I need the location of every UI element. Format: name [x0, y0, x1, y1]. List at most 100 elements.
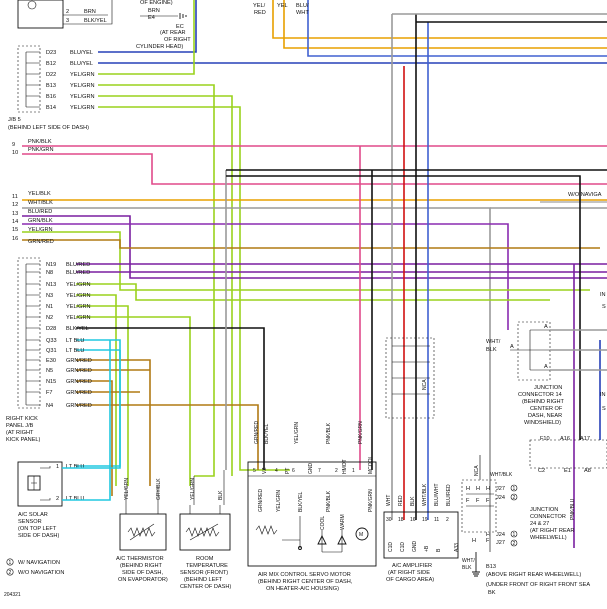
- kp-wire: LT BLU: [66, 348, 84, 354]
- amp-pin: GND: [412, 541, 418, 553]
- j24-letter: F: [486, 538, 490, 544]
- amp-wire: WHT/BLK: [422, 483, 428, 506]
- wire-jb5-b14: [98, 106, 290, 471]
- j14-wire-1: WHT/: [486, 339, 501, 345]
- servo-pin: VZ: [262, 468, 268, 474]
- amp-pin: B: [436, 548, 442, 552]
- j24-letter: F: [476, 498, 480, 504]
- wire-yel-red: [272, 0, 607, 39]
- j24-nca: NCA: [474, 465, 480, 476]
- servo-inner-wire: BLK/YEL: [298, 491, 304, 512]
- jb5-wire: BLU/YEL: [70, 50, 93, 56]
- j14-label-4: CENTER OF: [530, 406, 563, 412]
- wire-kp-n4: [76, 404, 259, 470]
- j24-label-4: (AT RIGHT REAR: [530, 528, 574, 534]
- kp-wire: GRN/RED: [66, 368, 92, 374]
- wire-name: BLU/RED: [28, 209, 52, 215]
- engine-ground-group: OF ENGINE) 2 BRN 3 BLK/YEL E4 BRN EC (AT…: [17, 0, 191, 50]
- room-wire-2: BLK: [218, 490, 224, 500]
- wire-num: 16: [12, 236, 18, 242]
- jb5-wire: YEL/GRN: [70, 94, 95, 100]
- servo-label-1: AIR MIX CONTROL SERVO MOTOR: [258, 572, 351, 578]
- j24-mark-4: 2: [513, 541, 516, 547]
- servo-motor: GRN/RED BLK/YEL YEL/GRN PNK/BLK PNK/GRN …: [247, 421, 377, 592]
- label-yel: YEL: [277, 3, 288, 9]
- amp-ref: A33: [454, 543, 460, 552]
- jb5-wire: YEL/GRN: [70, 83, 95, 89]
- kp-pin: N19: [46, 262, 56, 268]
- room-temp-sensor: YEL/GRN BLK ROOM TEMPERATURE SENSOR (FRO…: [179, 478, 231, 590]
- j14-label-3: (BEHIND RIGHT: [522, 399, 565, 405]
- kp-wire: BLU/RED: [66, 270, 90, 276]
- j14-pin-a2: A: [510, 344, 514, 350]
- servo-pin-num: 1: [352, 468, 355, 474]
- amp-pin: C1D: [400, 542, 406, 552]
- kp-wire: YEL/GRN: [66, 282, 91, 288]
- junction-14: WHT/ BLK A A A JUNCTION CONNECTOR 14 (BE…: [486, 321, 607, 426]
- j24-label-5: WHEELWELL): [530, 535, 567, 541]
- amp-pin-num: 18: [398, 517, 404, 523]
- kp-pin: N2: [46, 315, 53, 321]
- kp-wire: GRN/RED: [66, 379, 92, 385]
- amp-pin-num: 19: [422, 517, 428, 523]
- servo-wire: PNK/GRN: [358, 421, 364, 444]
- wire-12: [22, 207, 491, 510]
- jb5-pin: B14: [46, 105, 56, 111]
- servo-wire: BLK/YEL: [264, 423, 270, 444]
- wire-num: 10: [12, 150, 18, 156]
- servo-warm: WARM: [340, 514, 346, 530]
- wire-name: WHT/BLK: [28, 200, 53, 206]
- amp-wire: BLK: [410, 496, 416, 506]
- servo-pin: GND: [308, 463, 314, 475]
- kp-pin: N5: [46, 368, 53, 374]
- kp-wire: YEL/GRN: [66, 315, 91, 321]
- thermistor-wire-1: YEL/GRN: [124, 478, 130, 500]
- jb5-pin: B13: [46, 83, 56, 89]
- wire-jb5-d23: [98, 0, 197, 53]
- j24-letter: H: [472, 538, 476, 544]
- kp-wire: GRN/RED: [66, 403, 92, 409]
- servo-cool: COOL: [320, 516, 326, 530]
- wire-num: 11: [12, 194, 18, 200]
- amp-wires: WHT RED BLK WHT/BLK BLU/WHT BLU/RED: [386, 483, 452, 506]
- wire-kp-n1: [76, 305, 129, 486]
- amp-pin-num: 16: [410, 517, 416, 523]
- j24-side-wire-1: WHT/: [462, 558, 475, 564]
- wire-14: [22, 223, 509, 330]
- amp-label-1: A/C AMPLIFIER: [392, 563, 432, 569]
- kp-label-2: PANEL J/B: [6, 423, 34, 429]
- j24-mark-1: 1: [513, 486, 516, 492]
- legend-mark: 2: [9, 570, 12, 576]
- servo-pin: PT: [285, 468, 291, 474]
- j24-ground-2-loc: (UNDER FRONT OF RIGHT FRONT SEA: [486, 582, 590, 588]
- nav-f-pin-2: A16: [560, 436, 570, 442]
- nav-c-pin-2: E1: [564, 468, 571, 474]
- kp-pin: D28: [46, 326, 56, 332]
- wire-h-black-mid: [226, 175, 581, 440]
- edge-in-1: IN: [600, 292, 606, 298]
- wire-kp-e30: [76, 359, 151, 486]
- pin-3: 3: [66, 18, 69, 24]
- amp-label-3: OF CARGO AREA): [386, 577, 434, 583]
- wire-name: GRN/RED: [28, 239, 54, 245]
- kp-pin: Q33: [46, 338, 57, 344]
- jb5-wire: YEL/GRN: [70, 105, 95, 111]
- kp-pin: N3: [46, 293, 53, 299]
- servo-wire: YEL/GRN: [294, 422, 300, 444]
- j24-ref-2: J24: [496, 495, 505, 501]
- servo-pin-nums: 5 4 6 7 2 1: [253, 468, 355, 474]
- jb5-wire: BLU/YEL: [70, 61, 93, 67]
- room-label-4: (BEHIND LEFT: [184, 577, 223, 583]
- j14-pin-a3: A: [544, 364, 548, 370]
- j24-ground-loc: (ABOVE RIGHT REAR WHEELWELL): [486, 572, 581, 578]
- kp-pin: N8: [46, 270, 53, 276]
- kp-wire: BLU/RED: [66, 262, 90, 268]
- servo-inner-wires: GRN/RED YEL/GRN BLK/YEL PNK/BLK PNK/GRN: [258, 489, 374, 512]
- nav-f-pin-3: A17: [580, 436, 590, 442]
- amp-pin: C1D: [388, 542, 394, 552]
- kp-wire: GRN/RED: [66, 390, 92, 396]
- wire-kp-n15: [76, 380, 113, 496]
- pin-2: 2: [66, 9, 69, 15]
- amp-pin-num: 30: [386, 517, 392, 523]
